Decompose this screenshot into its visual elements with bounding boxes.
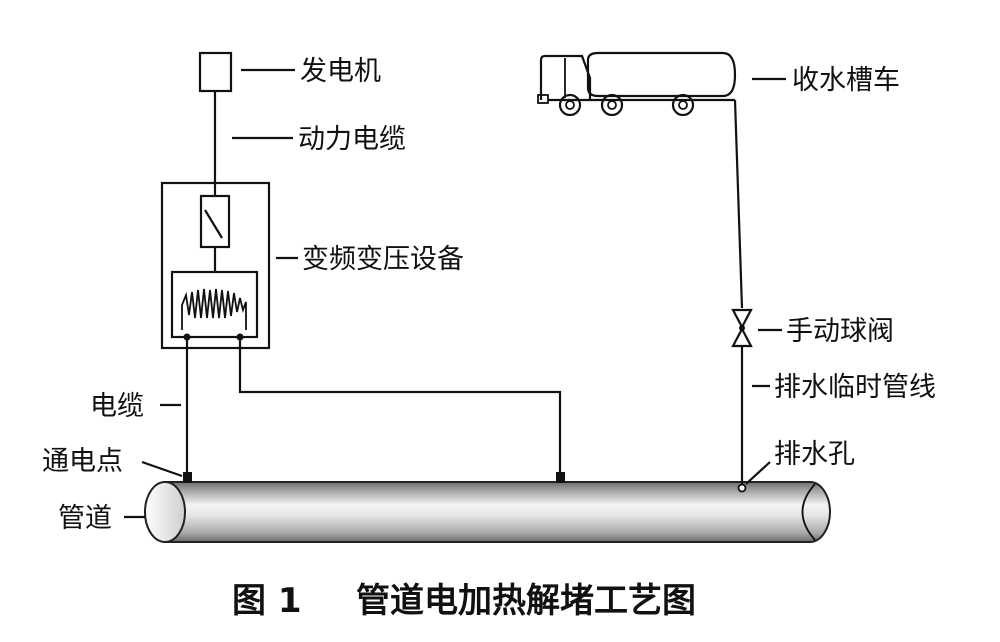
label-energize-point: 通电点	[42, 446, 123, 477]
ball-valve-icon	[731, 308, 753, 348]
energize-point-left	[183, 472, 192, 483]
generator-box	[198, 51, 233, 93]
heating-coil	[181, 288, 247, 330]
caption-title: 管道电加热解堵工艺图	[356, 581, 696, 621]
label-cable: 电缆	[90, 391, 144, 422]
label-drain-hole: 排水孔	[774, 439, 855, 470]
label-generator: 发电机	[300, 56, 381, 87]
label-ball-valve: 手动球阀	[786, 316, 894, 347]
heater-element-box	[170, 270, 259, 339]
label-tanker-truck: 收水槽车	[792, 65, 900, 96]
label-vfd-equipment: 变频变压设备	[302, 244, 464, 275]
caption-figure-number: 图 1	[232, 581, 302, 621]
label-pipeline: 管道	[58, 503, 112, 534]
cable-right	[238, 337, 562, 474]
leader-drain-hole	[745, 461, 771, 485]
drain-line-upper	[733, 99, 744, 309]
label-drain-line: 排水临时管线	[774, 372, 936, 403]
energize-point-right	[556, 472, 565, 483]
tanker-truck-icon	[537, 51, 737, 117]
pipeline	[144, 481, 831, 543]
switch-box	[199, 194, 231, 249]
drain-hole	[737, 483, 747, 493]
vfd-equipment	[160, 181, 271, 350]
label-power-cable: 动力电缆	[298, 124, 406, 155]
leader-energize	[141, 460, 183, 478]
